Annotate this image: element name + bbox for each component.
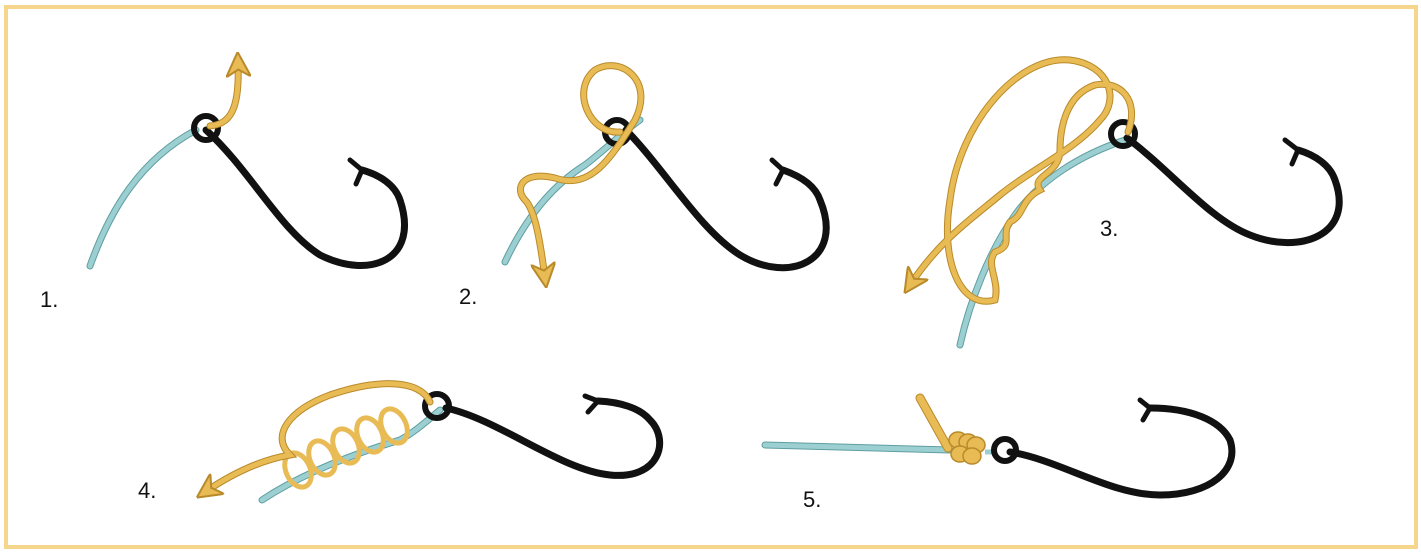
- standing-line: [90, 130, 196, 266]
- step-label-2: 2.: [459, 286, 477, 308]
- hook: [446, 401, 660, 475]
- step-3-illustration: [910, 60, 1339, 345]
- step-label-1: 1.: [40, 289, 58, 311]
- hook: [1127, 138, 1339, 243]
- step-label-5: 5.: [803, 489, 821, 511]
- step-1-illustration: [90, 62, 405, 266]
- finished-knot: [949, 432, 985, 464]
- step-2-illustration: [505, 66, 826, 278]
- step-5-illustration: [765, 398, 1232, 495]
- hook: [626, 130, 826, 268]
- step-label-3: 3.: [1100, 218, 1118, 240]
- standing-line: [960, 140, 1125, 345]
- hook: [206, 130, 405, 266]
- step-4-illustration: [205, 384, 660, 500]
- step-label-4: 4.: [138, 480, 156, 502]
- hook: [1010, 408, 1232, 495]
